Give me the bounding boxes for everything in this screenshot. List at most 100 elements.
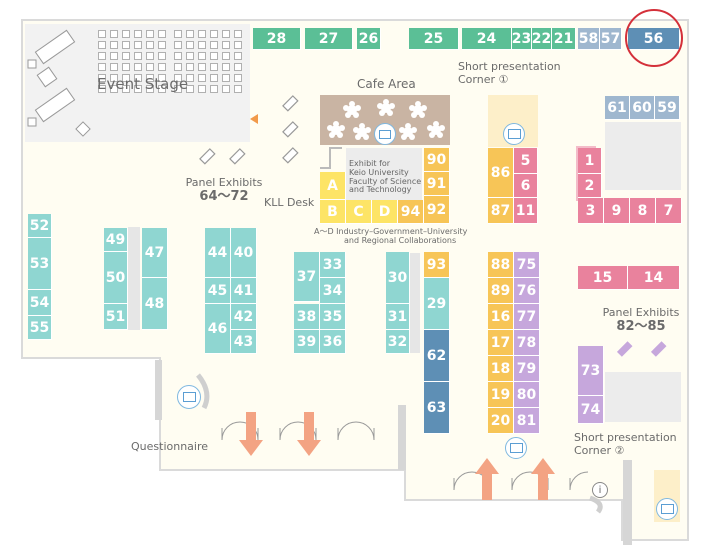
- booth-1[interactable]: 1: [578, 148, 602, 174]
- booth-74[interactable]: 74: [578, 396, 604, 424]
- booth-8[interactable]: 8: [630, 198, 656, 224]
- panel-exhibits-left-range: 64～72: [199, 188, 249, 204]
- booth-B[interactable]: B: [320, 200, 346, 224]
- booth-39[interactable]: 39: [294, 330, 320, 354]
- booth-51[interactable]: 51: [104, 304, 128, 330]
- booth-89[interactable]: 89: [488, 278, 514, 304]
- seat: [158, 74, 166, 82]
- booth-20[interactable]: 20: [488, 408, 514, 434]
- booth-5[interactable]: 5: [514, 148, 538, 174]
- booth-28[interactable]: 28: [253, 28, 301, 50]
- booth-55[interactable]: 55: [28, 316, 52, 340]
- booth-52[interactable]: 52: [28, 214, 52, 238]
- booth-49[interactable]: 49: [104, 228, 128, 252]
- booth-80[interactable]: 80: [514, 382, 540, 408]
- booth-2[interactable]: 2: [578, 174, 602, 198]
- booth-26[interactable]: 26: [357, 28, 381, 50]
- booth-75[interactable]: 75: [514, 252, 540, 278]
- booth-17[interactable]: 17: [488, 330, 514, 356]
- booth-36[interactable]: 36: [320, 330, 346, 354]
- seat: [110, 63, 118, 71]
- booth-16[interactable]: 16: [488, 304, 514, 330]
- booth-27[interactable]: 27: [305, 28, 353, 50]
- booth-18[interactable]: 18: [488, 356, 514, 382]
- booth-7[interactable]: 7: [656, 198, 682, 224]
- booth-63[interactable]: 63: [424, 382, 450, 434]
- booth-79[interactable]: 79: [514, 356, 540, 382]
- booth-93[interactable]: 93: [424, 252, 450, 278]
- booth-23[interactable]: 23: [512, 28, 532, 50]
- booth-94[interactable]: 94: [398, 200, 424, 224]
- booth-38[interactable]: 38: [294, 304, 320, 330]
- booth-78[interactable]: 78: [514, 330, 540, 356]
- presentation-screen-icon: [503, 123, 525, 145]
- booth-15[interactable]: 15: [578, 266, 628, 290]
- booth-54[interactable]: 54: [28, 290, 52, 316]
- booth-32[interactable]: 32: [386, 330, 410, 354]
- booth-41[interactable]: 41: [231, 278, 257, 304]
- booth-42[interactable]: 42: [231, 304, 257, 330]
- booth-37[interactable]: 37: [294, 252, 320, 302]
- seat: [122, 85, 130, 93]
- booth-87[interactable]: 87: [488, 198, 514, 224]
- booth-90[interactable]: 90: [424, 148, 450, 172]
- seat: [110, 74, 118, 82]
- short-presentation-1-label: Short presentation Corner ①: [458, 60, 561, 86]
- booth-19[interactable]: 19: [488, 382, 514, 408]
- booth-46[interactable]: 46: [205, 304, 231, 354]
- booth-D[interactable]: D: [372, 200, 398, 224]
- booth-59[interactable]: 59: [655, 96, 680, 120]
- booth-57[interactable]: 57: [600, 28, 622, 50]
- booth-35[interactable]: 35: [320, 304, 346, 330]
- booth-9[interactable]: 9: [604, 198, 630, 224]
- booth-25[interactable]: 25: [409, 28, 459, 50]
- booth-29[interactable]: 29: [424, 278, 450, 330]
- seat: [158, 30, 166, 38]
- booth-6[interactable]: 6: [514, 174, 538, 198]
- seat: [98, 85, 106, 93]
- keio-exhibit-label: Exhibit for Keio University Faculty of S…: [349, 159, 421, 195]
- seat: [122, 52, 130, 60]
- booth-92[interactable]: 92: [424, 196, 450, 224]
- booth-31[interactable]: 31: [386, 304, 410, 330]
- booth-60[interactable]: 60: [630, 96, 655, 120]
- booth-33[interactable]: 33: [320, 252, 346, 278]
- booth-73[interactable]: 73: [578, 346, 604, 396]
- booth-62[interactable]: 62: [424, 330, 450, 382]
- booth-77[interactable]: 77: [514, 304, 540, 330]
- booth-86[interactable]: 86: [488, 148, 514, 198]
- booth-47[interactable]: 47: [142, 228, 168, 278]
- booth-22[interactable]: 22: [532, 28, 552, 50]
- booth-34[interactable]: 34: [320, 278, 346, 304]
- seat: [210, 41, 218, 49]
- booth-21[interactable]: 21: [552, 28, 576, 50]
- booth-3[interactable]: 3: [578, 198, 604, 224]
- booth-48[interactable]: 48: [142, 278, 168, 330]
- seat: [222, 85, 230, 93]
- seat: [134, 63, 142, 71]
- booth-11[interactable]: 11: [514, 198, 538, 224]
- seat: [122, 63, 130, 71]
- booth-50[interactable]: 50: [104, 252, 128, 304]
- booth-58[interactable]: 58: [578, 28, 600, 50]
- booth-81[interactable]: 81: [514, 408, 540, 434]
- booth-A[interactable]: A: [320, 172, 346, 200]
- booth-14[interactable]: 14: [628, 266, 680, 290]
- booth-43[interactable]: 43: [231, 330, 257, 354]
- booth-61[interactable]: 61: [605, 96, 630, 120]
- booth-24[interactable]: 24: [462, 28, 512, 50]
- short-presentation-1-line1: Short presentation: [458, 60, 561, 73]
- cafe-area-label: Cafe Area: [357, 77, 416, 91]
- seat: [122, 41, 130, 49]
- booth-91[interactable]: 91: [424, 172, 450, 196]
- booth-C[interactable]: C: [346, 200, 372, 224]
- booth-44[interactable]: 44: [205, 228, 231, 278]
- booth-45[interactable]: 45: [205, 278, 231, 304]
- booth-53[interactable]: 53: [28, 238, 52, 290]
- booth-40[interactable]: 40: [231, 228, 257, 278]
- booth-30[interactable]: 30: [386, 252, 410, 304]
- booth-88[interactable]: 88: [488, 252, 514, 278]
- collaboration-label: A～D Industry–Government–University and R…: [314, 227, 467, 245]
- booth-76[interactable]: 76: [514, 278, 540, 304]
